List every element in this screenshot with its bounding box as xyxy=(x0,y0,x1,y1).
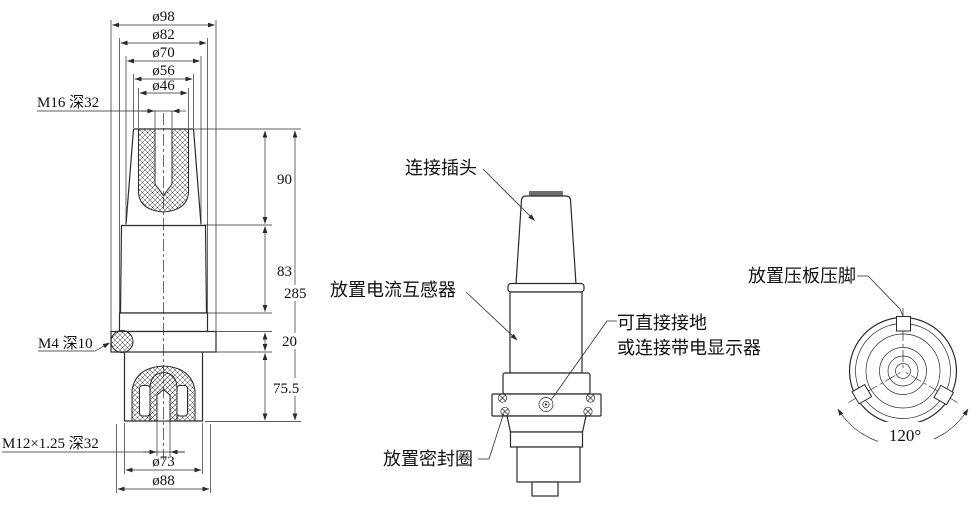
lower-step-3 xyxy=(516,446,581,483)
dim-dia-98: ø98 xyxy=(152,9,175,25)
plug-cone xyxy=(515,195,577,285)
top-diameter-dimensions xyxy=(112,22,215,96)
m12-callout: M12×1.25 深32 xyxy=(2,435,185,455)
extension-lines xyxy=(110,20,301,493)
dim-90: 90 xyxy=(277,172,292,188)
ct-label: 放置电流互感器 xyxy=(330,280,456,300)
foot-slot-lower-right xyxy=(902,370,958,406)
bottom-pocket-right xyxy=(176,385,188,417)
dim-dia-82: ø82 xyxy=(152,27,175,43)
dim-dia-46: ø46 xyxy=(152,78,175,94)
upper-flange-step xyxy=(502,372,591,395)
dim-dia-73: ø73 xyxy=(152,454,175,470)
lower-step-1 xyxy=(506,415,587,433)
foot-slot-top xyxy=(896,308,911,371)
dim-75-5: 75.5 xyxy=(273,381,299,397)
m16-label: M16 深32 xyxy=(37,94,99,111)
ct-cylinder xyxy=(509,291,583,374)
dim-dia-70: ø70 xyxy=(152,45,175,61)
foot-leader xyxy=(857,275,904,317)
m4-callout: M4 深10 xyxy=(38,335,110,352)
m12-thread-hole xyxy=(156,388,171,422)
m4-side-hole xyxy=(110,330,134,353)
lower-step-2 xyxy=(509,431,584,448)
m12-label: M12×1.25 深32 xyxy=(2,435,99,452)
foot-slot-lower-left xyxy=(848,370,904,405)
seal-leader xyxy=(478,413,504,460)
bottom-stub xyxy=(531,481,559,497)
right-top-view: 120° 放置压板压脚 xyxy=(748,266,969,446)
middle-side-view: 连接插头 放置电流互感器 可直接接地 或连接带电显示器 放置密封圈 xyxy=(330,158,761,497)
foot-label: 放置压板压脚 xyxy=(748,266,856,286)
bottom-diameter-dimensions xyxy=(117,467,210,492)
ct-leader xyxy=(465,291,518,341)
dim-83: 83 xyxy=(277,264,292,280)
ground-label-line1: 可直接接地 xyxy=(617,313,707,333)
ground-leader xyxy=(550,320,617,401)
dim-285: 285 xyxy=(284,286,307,302)
left-section-view: ø98 ø82 ø70 ø56 ø46 M16 深32 xyxy=(2,9,311,493)
dim-dia-56: ø56 xyxy=(152,63,175,79)
seal-ring-sections xyxy=(497,393,596,417)
plug-shoulder-lip xyxy=(507,282,585,293)
height-dimension-chain xyxy=(262,130,298,421)
plug-label: 连接插头 xyxy=(405,158,477,178)
ground-label-line2: 或连接带电显示器 xyxy=(617,338,761,358)
plug-leader xyxy=(482,168,535,221)
m4-label: M4 深10 xyxy=(38,335,93,352)
seal-label: 放置密封圈 xyxy=(383,449,473,469)
bottom-pocket-left xyxy=(139,385,151,417)
ground-screw xyxy=(538,397,554,412)
plug-top-cap xyxy=(529,191,563,196)
m16-callout: M16 深32 xyxy=(37,94,186,114)
dim-dia-88: ø88 xyxy=(152,473,175,489)
angle-label: 120° xyxy=(889,426,921,445)
dim-20: 20 xyxy=(282,334,297,350)
